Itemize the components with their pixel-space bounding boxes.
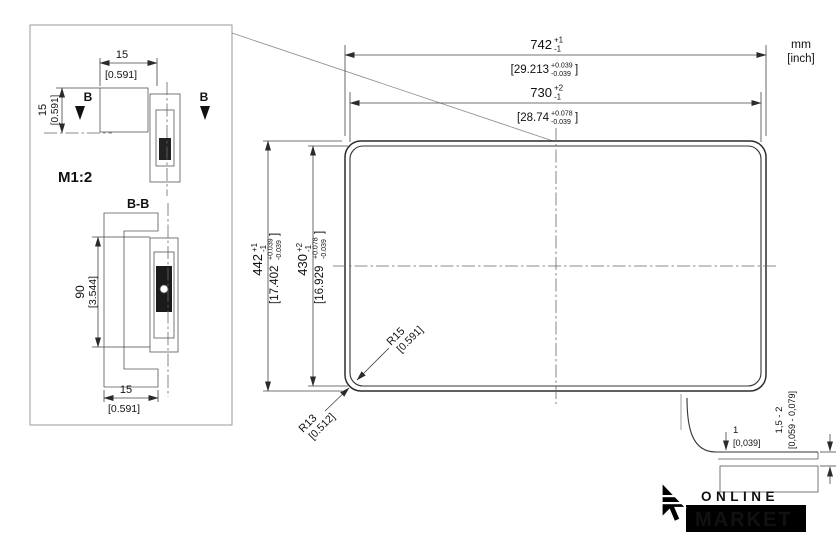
logo: ONLINE MARKET: [661, 481, 806, 532]
rim-section-outline: [149, 237, 179, 353]
section-label: B-B: [127, 197, 149, 211]
scale-label: M1:2: [58, 169, 92, 186]
clip-fastener: [159, 138, 171, 160]
dim-outer-width-inch-bracket: ]: [575, 64, 578, 76]
logo-box: [686, 505, 806, 532]
dim-inner-height-tol-dn: -1: [304, 244, 313, 252]
thickness-inch: [0,039]: [733, 438, 761, 448]
dim-outer-width-inch-tol-dn: -0.039: [551, 71, 571, 78]
dim-outer-height-inch: [17.402: [269, 266, 281, 304]
detail-view-frame: [29, 24, 233, 426]
dim-inner-height-mm: 430: [295, 254, 310, 276]
section-marker-right: B: [200, 90, 209, 104]
clip-outline: [149, 93, 181, 183]
gap-mm: 1,5 - 2: [774, 407, 785, 434]
dim-outer-height-tol-dn: -1: [259, 244, 268, 252]
dim-left-mm: 15: [37, 104, 49, 116]
cursor-stripe: [662, 502, 686, 505]
rim-section-inner: [153, 251, 175, 339]
fastener-hole: [159, 284, 169, 294]
logo-top-text: ONLINE: [701, 489, 779, 504]
dim-outer-width-inch-tol-up: +0.039: [551, 63, 573, 70]
dim-outer-width-mm: 742: [530, 37, 552, 52]
dim-depth-inch: [3.544]: [87, 276, 99, 308]
dim-outer-width-tol-dn: -1: [554, 45, 562, 54]
logo-bottom-text: MARKET: [695, 509, 793, 531]
dim-depth-mm: 90: [73, 285, 87, 299]
dim-inner-width-tol-up: +2: [554, 84, 564, 93]
dim-outer-height-inch-tol-up: +0.039: [268, 238, 275, 260]
section-marker-left: B: [84, 90, 93, 104]
dim-inner-height-inch-tol-dn: -0.039: [321, 239, 328, 259]
dim-outer-height-inch-tol-dn: -0.039: [276, 240, 283, 260]
dim-inner-height-tol-up: +2: [295, 242, 304, 252]
radius-inner-leader: [356, 347, 390, 381]
dim-inner-height-inch: [16.929: [314, 266, 326, 304]
dim-inner-height-inch-bracket: ]: [314, 231, 326, 234]
edge-profile-detail: 1 [0,039] 1,5 - 2 [0,059 - 0,079]: [680, 391, 836, 493]
dim-inner-width-inch-tol-up: +0.078: [551, 111, 573, 118]
dim-bottom-inch: [0.591]: [108, 403, 140, 415]
units-mm-label: mm: [791, 37, 811, 51]
main-view: 742 +1 -1 [29.213 +0.039 -0.039 ] 730 +2…: [250, 36, 778, 442]
dim-inner-width-tol-dn: -1: [554, 93, 562, 102]
gap-inch: [0,059 - 0,079]: [787, 391, 797, 449]
dim-inner-width-mm: 730: [530, 85, 552, 100]
dim-inner-width-inch-tol-dn: -0.039: [551, 119, 571, 126]
dim-inner-height-inch-tol-up: +0.078: [313, 237, 320, 259]
detail-view: B B 15 [0.591] 15 [0.591] M1:2 B-B: [29, 24, 233, 426]
dim-top-mm: 15: [116, 49, 128, 61]
dim-outer-height-mm: 442: [250, 254, 265, 276]
countertop-hatch-block: [99, 87, 149, 133]
dim-outer-height-tol-up: +1: [250, 242, 259, 252]
dim-top-inch: [0.591]: [105, 69, 137, 81]
dim-outer-width-tol-up: +1: [554, 36, 564, 45]
dim-inner-width-inch-bracket: ]: [575, 112, 578, 124]
dim-outer-height-inch-bracket: ]: [269, 233, 281, 236]
units-inch-label: [inch]: [787, 53, 815, 65]
section-arrow-left-icon: [75, 106, 85, 120]
dim-outer-width-inch: [29.213: [511, 64, 549, 76]
dim-left-inch: [0.591]: [50, 94, 61, 125]
rim-profile-top: [686, 397, 818, 453]
clip-inner: [155, 109, 175, 167]
cursor-stripe: [662, 495, 686, 498]
section-arrow-right-icon: [200, 106, 210, 120]
detail-callout-line: [231, 32, 554, 142]
countertop-hatch-block: [719, 465, 819, 493]
channel-profile-hatch: [103, 212, 159, 388]
radius-outer-leader: [324, 387, 350, 412]
thickness-mm: 1: [733, 425, 738, 436]
dim-inner-width-inch: [28.74: [517, 112, 550, 124]
dim-bottom-mm: 15: [120, 384, 132, 396]
